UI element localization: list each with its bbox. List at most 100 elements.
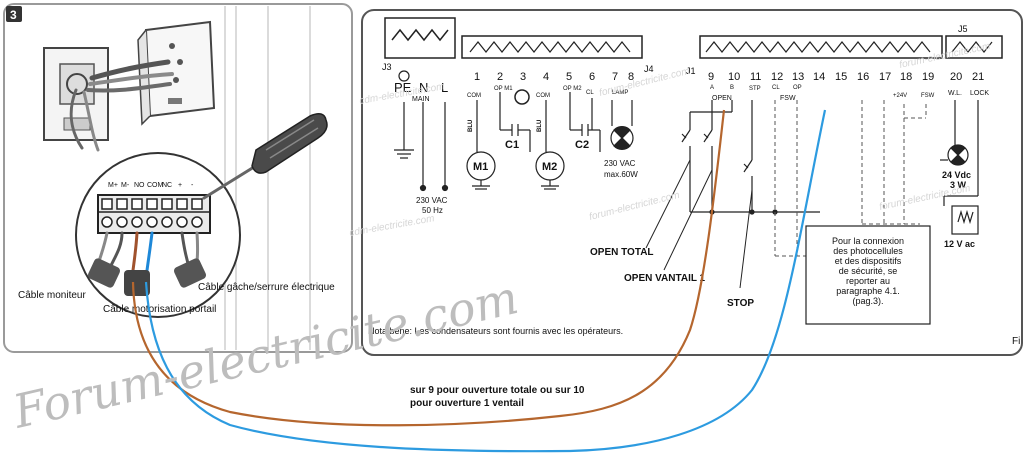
j4-number: 7	[612, 71, 618, 83]
j4-sub: COM	[536, 93, 550, 99]
connector-j5: J5 20 21 W.L. LOCK	[945, 24, 1003, 97]
label-j4: J4	[644, 64, 654, 74]
j1-sub: CL	[772, 85, 780, 91]
lock-label: 12 V ac	[944, 239, 975, 249]
schematic-panel: J3 PE N L MAIN J4 1 2 3 4 5 6 7 8 COM	[361, 9, 1023, 356]
cable-bundle	[69, 59, 174, 152]
j4-number: 6	[589, 71, 595, 83]
lamp-icon	[610, 100, 634, 150]
motor-m2	[535, 92, 601, 190]
outdoor-unit	[137, 20, 216, 126]
j5-number: 20	[950, 71, 962, 83]
j1-number: 18	[900, 71, 912, 83]
nota-bene: Nota bene: Les condensateurs sont fourni…	[368, 326, 623, 336]
blue-wire	[144, 109, 827, 453]
page-letter: Fi	[1012, 336, 1020, 347]
j1-number: 10	[728, 71, 740, 83]
j5-sub: W.L.	[948, 90, 962, 97]
terminal-label: M+	[108, 182, 118, 189]
electric-lock-icon	[943, 195, 979, 235]
label-cable-gache: Câble gâche/serrure électrique	[198, 282, 335, 293]
terminal-block	[97, 194, 211, 234]
j1-sub: +24V	[893, 93, 907, 99]
j4-sub: OP M2	[563, 86, 582, 92]
note-line: paragraphe 4.1.	[836, 286, 900, 296]
terminal-label: COM	[147, 182, 164, 189]
j5-sub: LOCK	[970, 90, 989, 97]
label-main: MAIN	[412, 96, 430, 103]
note-line: de sécurité, se	[839, 266, 898, 276]
j4-number: 8	[628, 71, 634, 83]
label-j1: J1	[686, 66, 696, 76]
label-cable-moniteur: Câble moniteur	[18, 290, 86, 301]
label-m1: M1	[473, 161, 488, 173]
label-open: OPEN	[712, 95, 732, 102]
j4-number: 5	[566, 71, 572, 83]
terminal-label: NO	[134, 182, 145, 189]
label-stop: STOP	[727, 298, 754, 309]
label-fsw: FSW	[780, 95, 796, 102]
terminal-pe: PE	[394, 80, 412, 95]
label-blu-1: BLU	[468, 120, 474, 132]
terminal-label: +	[178, 182, 182, 189]
warning-lamp-label: 3 W	[950, 180, 967, 190]
terminal-l: L	[441, 80, 448, 95]
screwdriver-icon	[202, 113, 328, 200]
j1-number: 14	[813, 71, 825, 83]
annotation-line: sur 9 pour ouverture totale ou sur 10	[410, 385, 585, 396]
note-line: et des dispositifs	[835, 256, 902, 266]
note-line: (pag.3).	[852, 296, 883, 306]
warning-lamp-label: 24 Vdc	[942, 170, 971, 180]
motor-m1	[466, 92, 531, 190]
j1-number: 13	[792, 71, 804, 83]
terminal-label: M-	[121, 182, 130, 189]
label-c2: C2	[575, 139, 589, 151]
label-cable-motorisation: Câble motorisation portail	[103, 304, 216, 315]
label-j3: J3	[382, 62, 392, 72]
j1-sub: B	[730, 85, 734, 91]
label-blu-2: BLU	[537, 120, 543, 132]
j4-sub: OP M1	[494, 86, 513, 92]
connector-j3: J3 PE N L MAIN	[382, 17, 456, 103]
power-label: 230 VAC	[416, 196, 448, 205]
j1-number: 19	[922, 71, 934, 83]
j1-number: 9	[708, 71, 714, 83]
left-panel: 3	[3, 3, 353, 353]
warning-lamp-icon	[940, 100, 979, 196]
j4-sub: LAMP	[612, 90, 628, 96]
j4-number: 2	[497, 71, 503, 83]
j1-number: 12	[771, 71, 783, 83]
j4-number: 1	[474, 71, 480, 83]
j5-number: 21	[972, 71, 984, 83]
note-box: Pour la connexion des photocellules et d…	[805, 225, 931, 325]
j1-number: 15	[835, 71, 847, 83]
label-open-total: OPEN TOTAL	[590, 247, 654, 258]
note-line: reporter au	[846, 276, 890, 286]
j1-sub: FSW	[921, 93, 935, 99]
note-line: des photocellules	[833, 246, 903, 256]
figure-number: 3	[10, 8, 17, 22]
connector-j4: J4 1 2 3 4 5 6 7 8 COM OP M1 COM OP M2 C…	[461, 35, 654, 105]
terminal-labels: M+ M- NO COM NC + -	[108, 182, 194, 189]
label-c1: C1	[505, 139, 519, 151]
terminal-n: N	[419, 80, 428, 95]
label-open-vantail: OPEN VANTAIL 1	[624, 273, 706, 284]
power-wiring	[394, 102, 449, 192]
j1-number: 17	[879, 71, 891, 83]
terminal-label: NC	[162, 182, 172, 189]
j4-sub: COM	[467, 93, 481, 99]
lamp-label: max.60W	[604, 170, 638, 179]
label-m2: M2	[542, 161, 557, 173]
j4-number: 3	[520, 71, 526, 83]
cable-sheaths	[87, 258, 207, 296]
j1-number: 11	[750, 71, 761, 83]
j4-sub: CL	[586, 90, 594, 96]
safety-dashed-lines	[774, 100, 927, 257]
connector-j1: J1 9 10 11 12 13 14 15 16 17 18 19 A B S…	[686, 35, 943, 102]
j1-sub: STP	[749, 86, 761, 92]
j1-sub: A	[710, 85, 714, 91]
j1-number: 16	[857, 71, 869, 83]
pointer-lines	[645, 159, 753, 289]
power-label: 50 Hz	[422, 206, 443, 215]
